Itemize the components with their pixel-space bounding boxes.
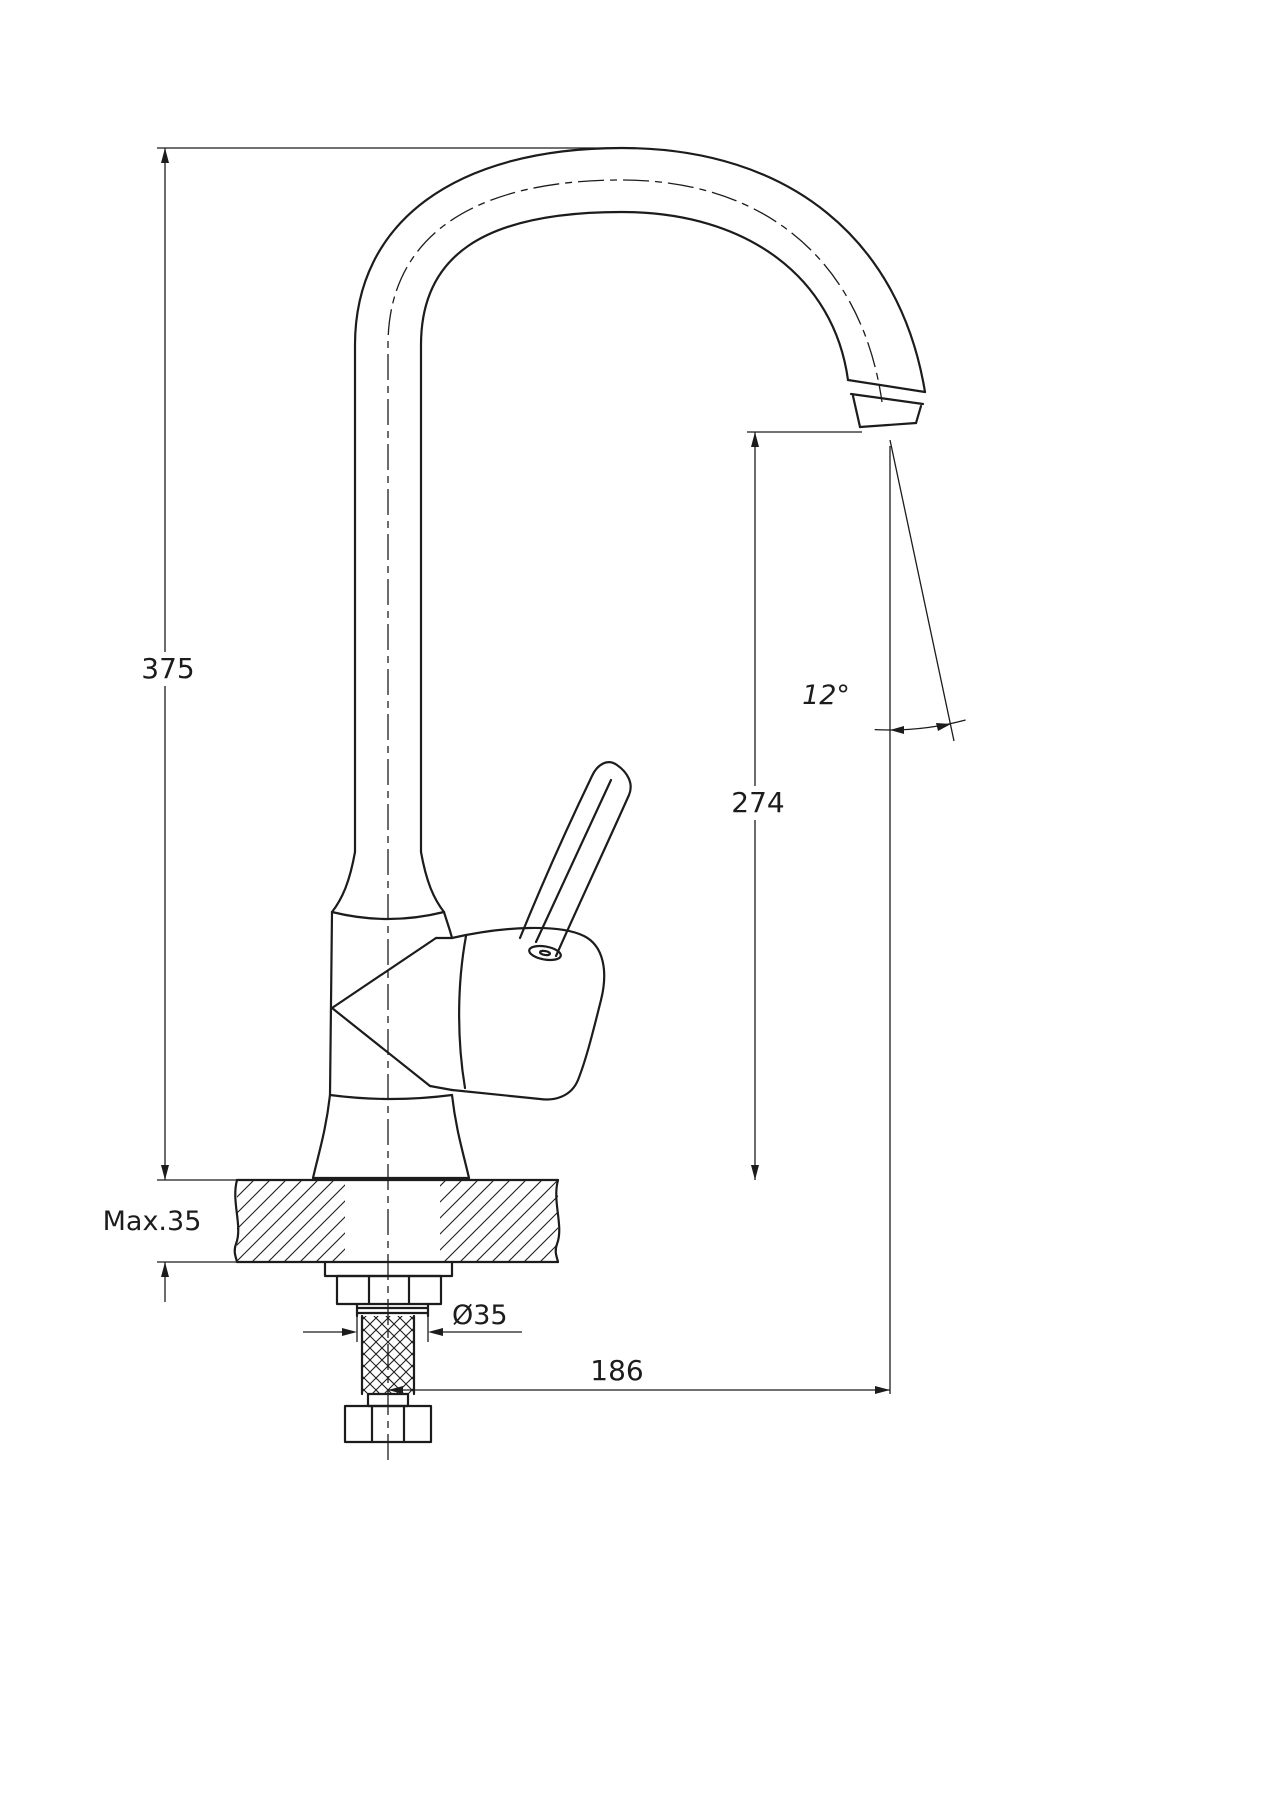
gooseneck-outer-edge <box>353 146 927 854</box>
arrow-angle-left <box>890 726 904 734</box>
dim-outlet-angle-label: 12° <box>802 680 850 711</box>
locknut-facets <box>367 1274 411 1306</box>
cartridge-housing <box>450 926 606 1101</box>
dimension-lines <box>157 147 966 1394</box>
lever-inner-line <box>534 778 613 944</box>
arrow-hole-diameter-right <box>428 1328 443 1336</box>
dim-total-height-label: 375 <box>141 652 194 685</box>
dim-max-thickness-label: Max.35 <box>103 1206 202 1237</box>
handle-lever <box>450 761 632 1101</box>
dim-outlet-height-label: 274 <box>731 786 784 819</box>
base-flare-right <box>450 1093 471 1180</box>
arrow-total-height-top <box>161 148 169 163</box>
body-facet-lower <box>330 1006 432 1088</box>
trumpet-left <box>330 850 357 914</box>
label-bg-total-height <box>137 652 199 686</box>
threaded-shank <box>355 1302 430 1318</box>
countertop-cross-section <box>233 1178 561 1264</box>
arrow-total-height-bottom <box>161 1165 169 1180</box>
dimension-arrows <box>161 148 951 1394</box>
label-bg-max-thickness <box>107 1204 197 1237</box>
label-bg-outlet-height <box>727 786 789 820</box>
body-facet-upper <box>330 936 438 1010</box>
spout-joint-line-2 <box>849 392 925 406</box>
arrow-outlet-height-bottom <box>751 1165 759 1180</box>
faucet-centerline <box>387 179 883 1460</box>
body-right-edge <box>442 910 454 940</box>
angle-dimension-arc <box>874 719 966 731</box>
arrow-spout-reach-right <box>875 1386 890 1394</box>
dim-spout-reach-label: 186 <box>590 1354 643 1387</box>
housing-body-boundary <box>458 934 468 1090</box>
dimension-labels: 375 274 12° Max.35 Ø35 186 <box>103 652 850 1387</box>
body-left-edge <box>328 910 334 1097</box>
gooseneck-inner-edge <box>419 210 850 854</box>
hose-braid-texture <box>362 1316 414 1394</box>
arrow-max-thickness-bottom <box>161 1262 169 1277</box>
base-flare-left <box>311 1093 332 1180</box>
arrow-spout-reach-left <box>388 1386 403 1394</box>
counter-break-right <box>554 1178 561 1264</box>
spout-nozzle-right <box>914 404 923 425</box>
arrow-outlet-height-top <box>751 432 759 447</box>
trumpet-right <box>419 850 446 914</box>
spout-joint-line-1 <box>846 378 927 394</box>
arrow-hole-diameter-left <box>342 1328 357 1336</box>
center-lines <box>387 179 883 1460</box>
ref-line-outlet-angle <box>889 439 955 742</box>
counter-section-hatching <box>237 1180 558 1262</box>
spout-nozzle-left <box>851 394 862 429</box>
faucet-body <box>311 850 471 1180</box>
faucet-outline <box>353 146 927 854</box>
handle-screw-dot <box>538 949 552 957</box>
body-facet-bottom-connector <box>428 1084 454 1092</box>
spout-outlet-face <box>858 421 918 429</box>
arrow-angle-right <box>936 723 951 731</box>
handle-screw-cap <box>528 944 562 962</box>
spout-tip <box>846 378 927 429</box>
dim-hole-diameter-label: Ø35 <box>452 1300 508 1331</box>
hose-end-nut-facets <box>370 1404 406 1444</box>
base-skirt-top <box>328 1093 454 1101</box>
counter-break-left <box>233 1178 240 1264</box>
lever-blade <box>518 761 632 958</box>
mounting-locknut <box>335 1274 443 1306</box>
